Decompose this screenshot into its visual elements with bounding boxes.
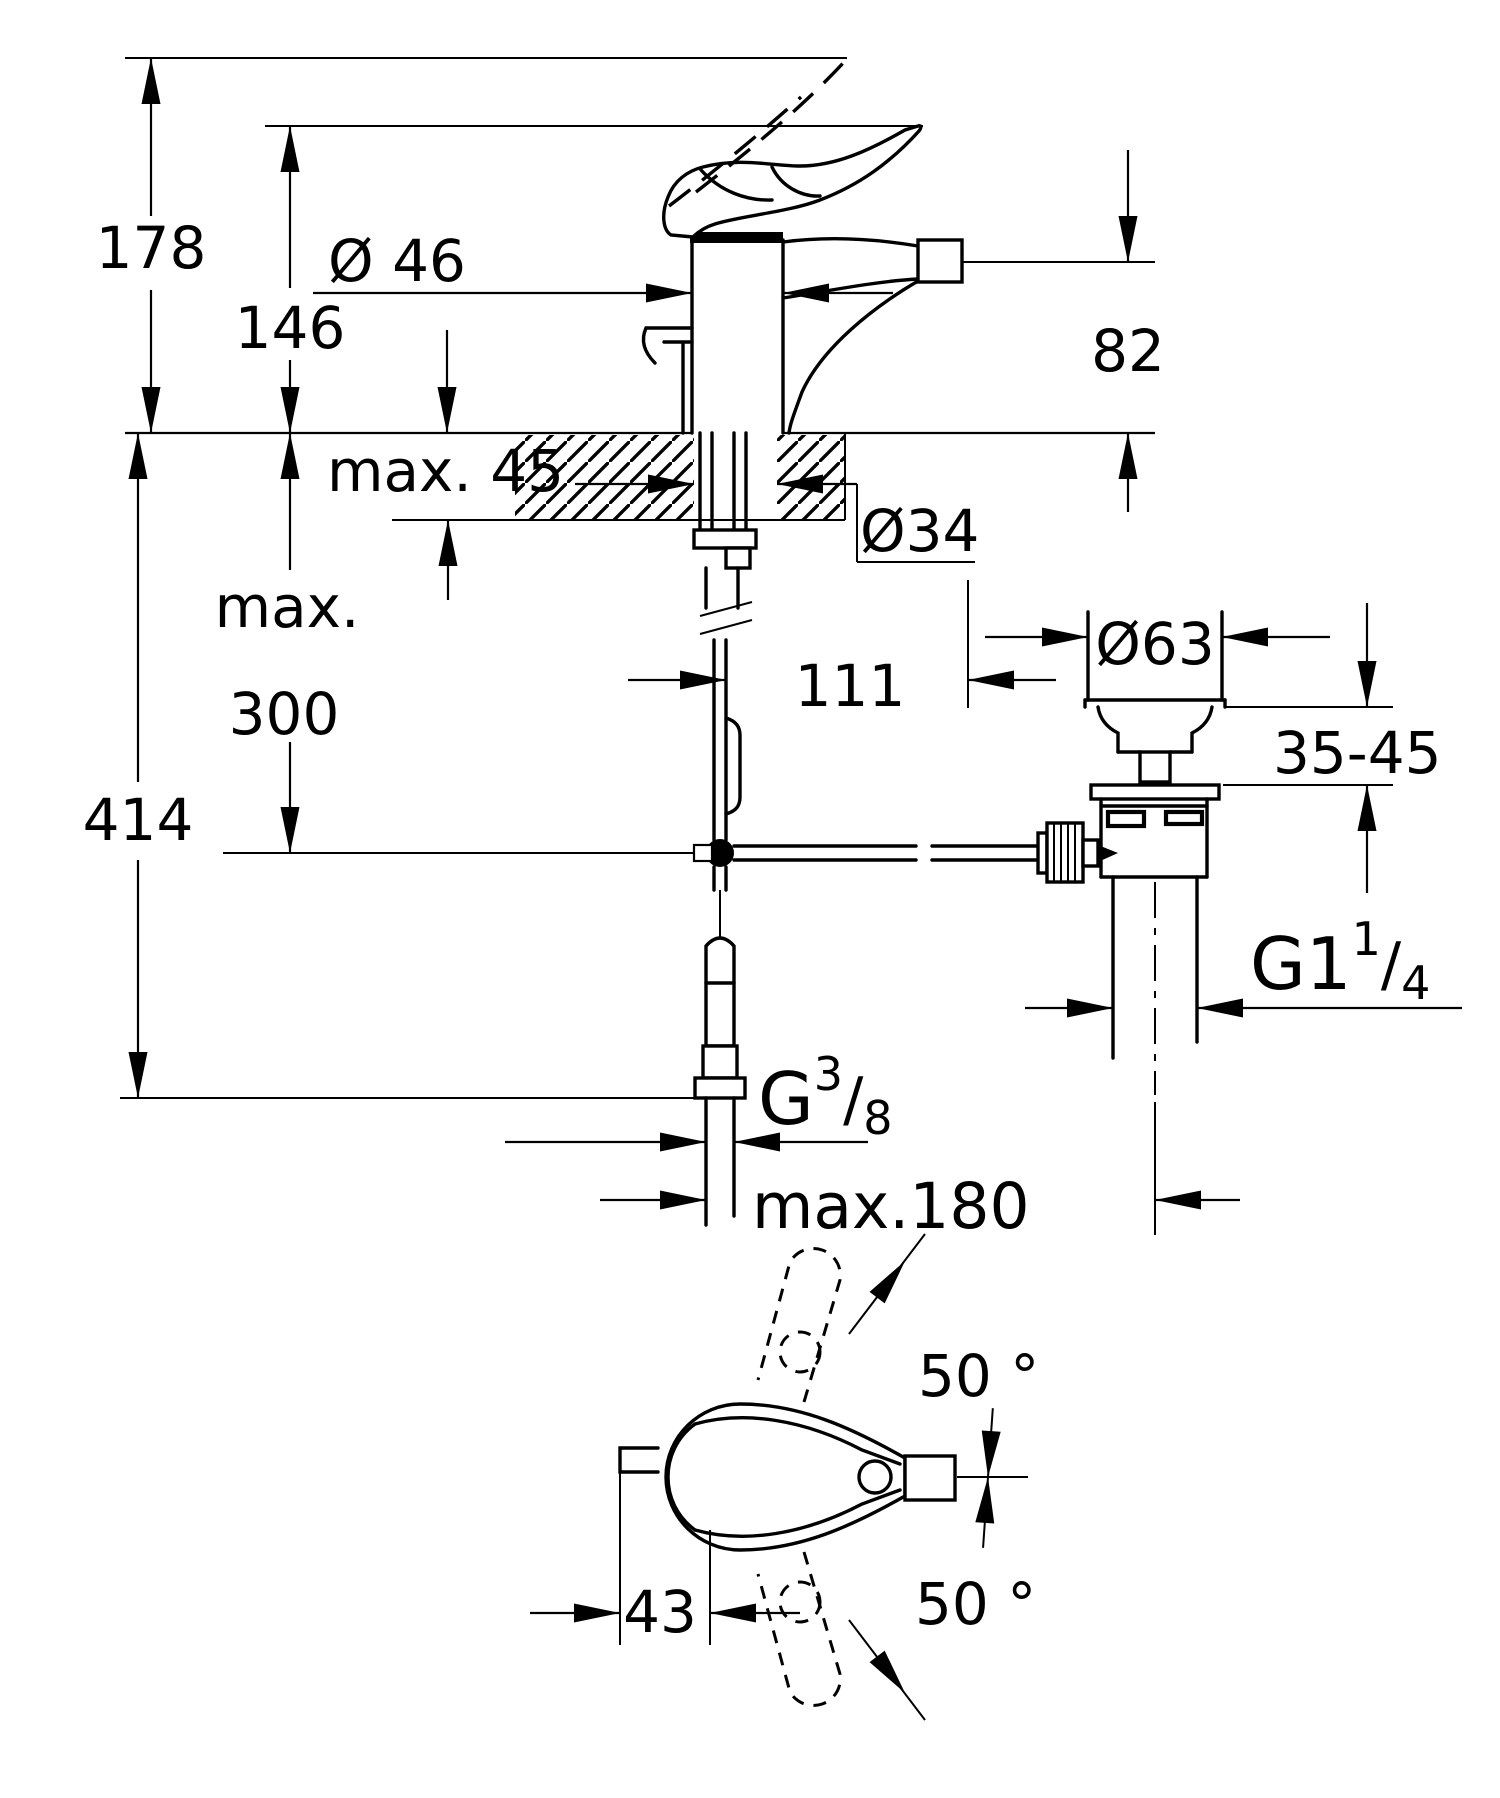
dim-35-45: 35-45 <box>1223 603 1442 893</box>
dim-g38-label: G3/8 <box>758 1047 893 1145</box>
aerator-block <box>916 238 964 284</box>
dim-max180: max.180 <box>600 1102 1240 1243</box>
hose-nut <box>701 1044 739 1080</box>
handle-swung-upper-hole <box>778 1330 822 1374</box>
dim-max45: max. 45 <box>327 330 694 600</box>
dim-waste-diameter: Ø63 <box>985 610 1330 678</box>
handle-swung-lower-dashed <box>756 1551 842 1707</box>
dim-43-label: 43 <box>623 1578 697 1646</box>
angle-arrow-upper <box>869 1255 913 1304</box>
dim-body-diameter: Ø 46 <box>313 227 893 303</box>
waste-clevis <box>1081 838 1100 868</box>
plan-hose-tab <box>618 1446 660 1474</box>
waste-slot-right <box>1163 809 1205 827</box>
angle-axis-bowtie <box>975 1408 1001 1548</box>
tube-break-marks <box>699 601 753 635</box>
dim-g114-label: G11/4 <box>1250 912 1430 1010</box>
hose-end-piece <box>704 936 736 1048</box>
plan-body-outline <box>664 1402 907 1552</box>
dim-82-label: 82 <box>1091 317 1165 385</box>
dim-414-label: 414 <box>83 786 194 854</box>
pull-rod-tab <box>724 716 742 816</box>
dim-178: 178 <box>96 58 207 433</box>
handle-raised-dashed-1 <box>694 59 847 194</box>
dim-max45-label: max. 45 <box>327 437 564 505</box>
waste-slot-left <box>1105 809 1147 829</box>
cartridge-cap-band <box>690 232 783 243</box>
handle-side-view <box>662 124 923 239</box>
elevation-view <box>125 57 1155 1227</box>
dim-max300-label-2: 300 <box>229 680 340 748</box>
dim-414: 414 <box>83 433 695 1099</box>
dimensions: 178 146 Ø 46 82 <box>83 58 1462 1646</box>
plan-pivot-hole <box>857 1459 893 1495</box>
dim-111-label: 111 <box>795 652 906 720</box>
plan-aerator-block <box>903 1454 957 1502</box>
plan-view <box>618 1233 1028 1721</box>
shank-step <box>724 546 752 570</box>
dim-hole-diameter-label: Ø34 <box>860 497 979 565</box>
dim-body-diameter-label: Ø 46 <box>328 227 466 295</box>
handle-swung-upper-dashed <box>756 1247 842 1403</box>
dim-max300-label-1: max. <box>215 573 360 641</box>
dim-g114: G11/4 <box>1025 912 1462 1018</box>
dim-g38: G3/8 <box>505 1047 893 1152</box>
dim-hole-diameter: Ø34 <box>777 474 979 565</box>
dim-max300: max. 300 <box>215 433 360 853</box>
shank-flange <box>692 528 758 550</box>
handle-raised-dashed-2 <box>667 95 803 208</box>
dim-angle-upper-label: 50 ° <box>918 1342 1039 1410</box>
popup-knob-outer <box>641 326 694 365</box>
waste-stem-square <box>1138 750 1172 784</box>
hose-nut-flange <box>693 1076 747 1100</box>
angle-arrow-lower <box>869 1650 913 1699</box>
spout-top-edge <box>781 237 920 248</box>
dim-35-45-label: 35-45 <box>1273 719 1442 787</box>
pop-up-waste-assembly <box>1036 610 1227 1095</box>
dim-146: 146 <box>235 126 346 433</box>
knob-knurling <box>1053 823 1076 882</box>
counter-hatch-left <box>515 435 694 520</box>
waste-collar <box>1089 783 1221 801</box>
dim-111: 111 <box>628 580 1056 720</box>
plan-lever-bottom <box>693 1488 902 1538</box>
dim-angle-lower-label: 50 ° <box>915 1570 1036 1638</box>
dim-max180-label: max.180 <box>752 1170 1030 1243</box>
dim-178-label: 178 <box>96 214 207 282</box>
waste-lever-pivot <box>1098 845 1118 862</box>
knurled-knob <box>1045 821 1085 884</box>
dim-43: 43 <box>530 1452 800 1646</box>
plan-lever-top <box>693 1416 902 1466</box>
waste-neck-left <box>1096 705 1120 754</box>
plan-lever-cap <box>666 1422 697 1532</box>
waste-neck-right <box>1190 705 1214 754</box>
dim-waste-diameter-label: Ø63 <box>1095 610 1214 678</box>
handle-swung-lower-hole <box>778 1580 822 1624</box>
handle-inner-line-2 <box>770 165 822 198</box>
dim-146-label: 146 <box>235 294 346 362</box>
rod-clevis <box>692 843 714 863</box>
spout-underside-sweep <box>787 279 920 435</box>
dim-82: 82 <box>962 150 1165 512</box>
